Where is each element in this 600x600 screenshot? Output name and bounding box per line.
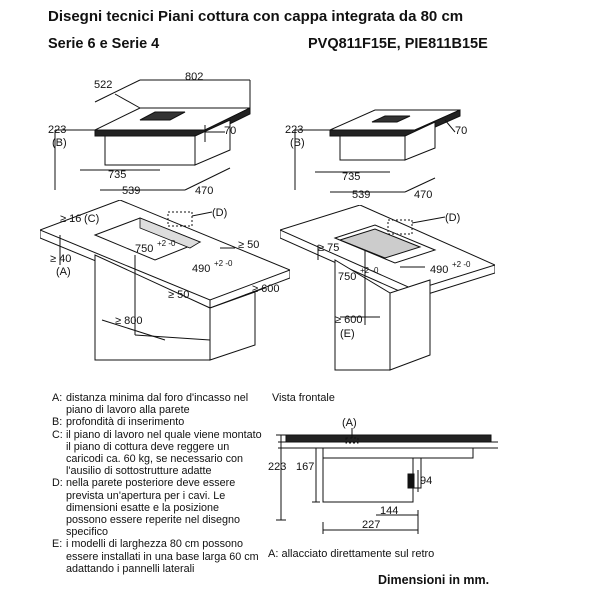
legend-item-a: A:distanza minima dal foro d'incasso nel… [52,392,249,417]
front-view-title: Vista frontale [272,392,335,404]
dim-16: ≥ 16 [60,213,81,225]
diagram-worktop-left: ≥ 16 (C) (D) ≥ 40 (A) 750 +2 -0 490 +2 -… [40,200,290,361]
label-d-r: (D) [445,212,460,224]
dim-750-r: 750 [338,271,356,283]
dim-75: ≥ 75 [318,242,339,254]
dim-735: 735 [108,169,126,181]
diagram-hob-dimensions-left: 802 522 223 (B) 70 735 539 470 [48,71,251,197]
dim-522: 522 [94,79,112,91]
model-codes: PVQ811F15E, PIE811B15E [308,36,488,52]
label-e: (E) [340,328,355,340]
dim-800: ≥ 800 [115,315,142,327]
dim-223: 223 [48,124,66,136]
dim-750: 750 [135,243,153,255]
front-label-a: (A) [342,417,357,429]
dim-600-r: ≥ 600 [335,314,362,326]
diagram-worktop-right: (D) ≥ 75 750 +2 -0 490 +2 -0 ≥ 600 (E) [280,205,495,371]
front-dim-144: 144 [380,505,398,517]
legend-item-e: E:i modelli di larghezza 80 cm possono e… [52,538,259,575]
label-b: (B) [52,137,67,149]
series-label: Serie 6 e Serie 4 [48,36,160,52]
legend-item-c: C:il piano di lavoro nel quale viene mon… [52,428,262,478]
dim-70-r: 70 [455,125,467,137]
legend-item-b: B:profondità di inserimento [52,416,185,429]
dim-539-r: 539 [352,189,370,200]
dim-40: ≥ 40 [50,253,71,265]
dim-490-r: 490 [430,264,448,276]
diagram-front-view: (A) 223 167 94 144 227 [268,417,498,534]
front-dim-94: 94 [420,475,432,487]
dim-223-r: 223 [285,124,303,136]
dim-50b: ≥ 50 [168,289,189,301]
legend: A:distanza minima dal foro d'incasso nel… [52,392,262,575]
dim-470: 470 [195,185,213,197]
front-dim-167: 167 [296,461,314,473]
dim-490: 490 [192,263,210,275]
units-label: Dimensioni in mm. [378,573,490,587]
dim-539: 539 [122,185,140,197]
diagram-hob-dimensions-right: 223 (B) 70 735 539 470 [285,109,467,200]
label-b-r: (B) [290,137,305,149]
tol-490-r: +2 -0 [452,260,471,269]
dim-470-r: 470 [414,189,432,200]
legend-item-d: D:nella parete posteriore deve essere pr… [52,477,241,539]
tol-490: +2 -0 [214,259,233,268]
dim-802: 802 [185,71,203,83]
tol-750: +2 -0 [157,239,176,248]
dim-70: 70 [224,125,236,137]
note-a: A: allacciato direttamente sul retro [268,548,435,560]
label-d: (D) [212,207,227,219]
front-dim-223: 223 [268,461,286,473]
label-c: (C) [84,213,99,225]
dim-735-r: 735 [342,171,360,183]
dim-50a: ≥ 50 [238,239,259,251]
front-dim-227: 227 [362,519,380,531]
tol-750-r: +2 -0 [360,266,379,275]
label-a: (A) [56,266,71,278]
dim-600: ≥ 600 [252,283,279,295]
page-title: Disegni tecnici Piani cottura con cappa … [48,8,464,25]
